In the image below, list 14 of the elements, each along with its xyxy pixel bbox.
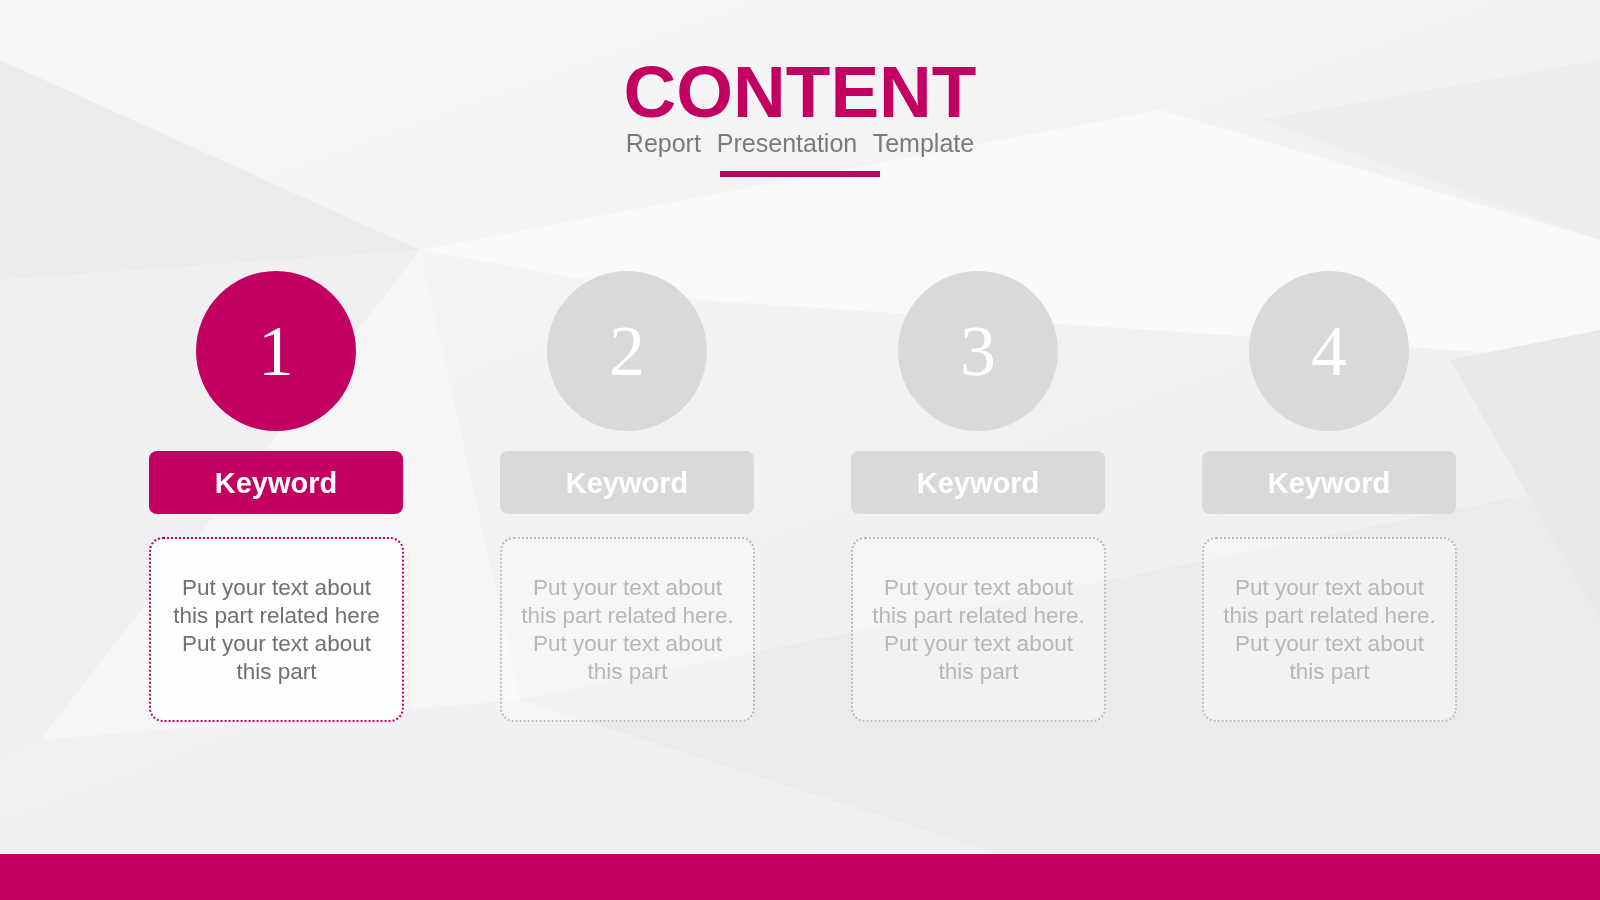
keyword-bar (1202, 451, 1456, 514)
dotted-text-card (149, 537, 404, 722)
step-number: 1 (258, 315, 294, 387)
keyword-bar (149, 451, 403, 514)
body-text: Put your text about this part related here Put your text about this part (172, 573, 381, 686)
dotted-text-card (851, 537, 1106, 722)
keyword-bar (500, 451, 754, 514)
dotted-text-card (500, 537, 755, 722)
body-text: Put your text about this part related here. Put your text about this part (871, 573, 1086, 686)
keyword-text: Keyword (214, 465, 338, 500)
keyword-bar (851, 451, 1105, 514)
body-text: Put your text about this part related here. Put your text about this part (520, 573, 735, 686)
body-text: Put your text about this part related here. Put your text about this part (1222, 573, 1437, 686)
dotted-text-card (1202, 537, 1457, 722)
